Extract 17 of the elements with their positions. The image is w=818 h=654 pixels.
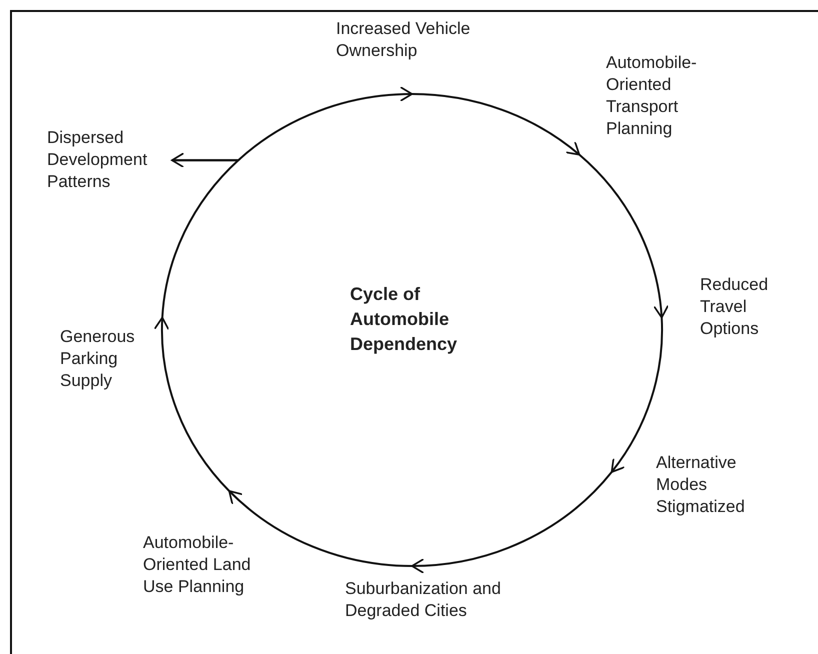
cycle-arrow: [610, 318, 663, 473]
cycle-arrow: [412, 93, 580, 156]
cycle-stage-label: Alternative Modes Stigmatized: [656, 452, 776, 518]
cycle-stage-label: Generous Parking Supply: [60, 326, 155, 392]
cycle-arrow: [161, 152, 240, 318]
cycle-arrow: [578, 154, 668, 318]
cycle-stage-label: Automobile-Oriented Land Use Planning: [143, 532, 253, 598]
cycle-stage-label: Increased Vehicle Ownership: [336, 18, 506, 62]
cycle-arrow: [172, 86, 413, 162]
cycle-stage-label: Automobile-Oriented Transport Planning: [606, 52, 716, 140]
cycle-stage-label: Dispersed Development Patterns: [47, 127, 187, 194]
cycle-title-text: Cycle of Automobile Dependency: [350, 282, 500, 358]
cycle-arrow: [411, 471, 612, 574]
cycle-arrow: [228, 490, 412, 567]
cycle-stage-label: Suburbanization and Degraded Cities: [345, 578, 555, 622]
cycle-arrow: [154, 316, 230, 492]
cycle-stage-label: Reduced Travel Options: [700, 274, 780, 340]
